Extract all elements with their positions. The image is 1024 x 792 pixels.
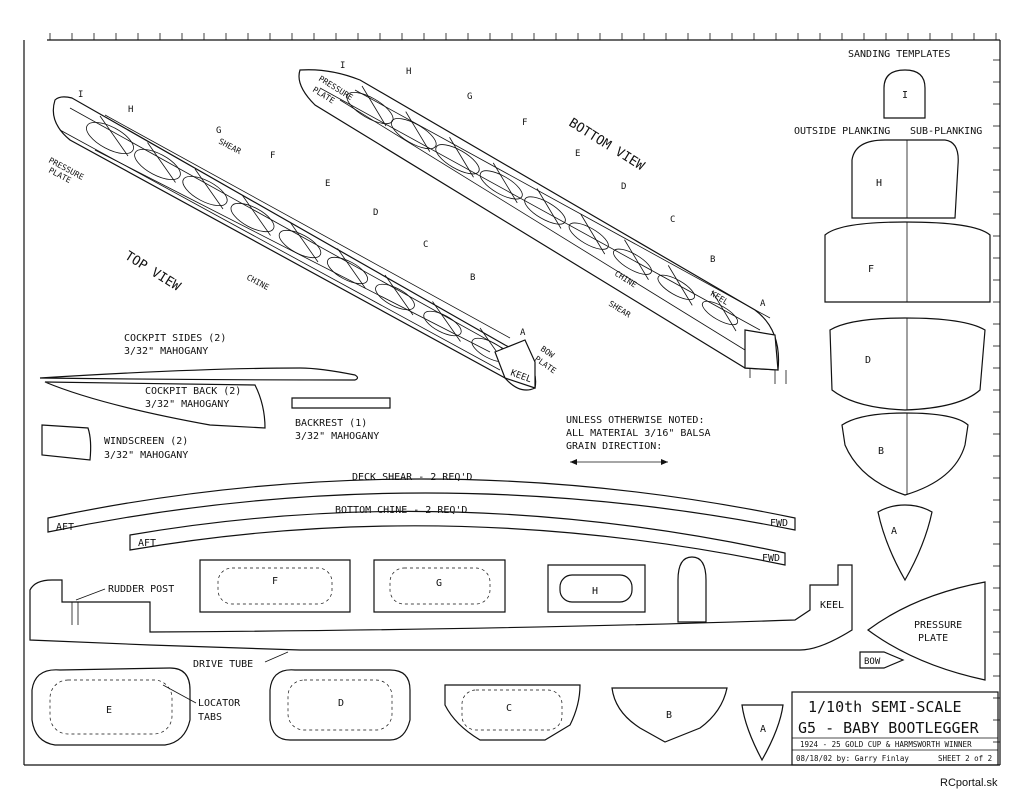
grain-direction-arrow: [570, 459, 668, 465]
bv-shear-label: SHEAR: [607, 299, 632, 319]
plank-h-label: H: [876, 178, 882, 189]
plank-f-label: F: [868, 264, 874, 275]
sanding-template-i-label: I: [902, 90, 908, 101]
frame-c-label: C: [506, 703, 512, 714]
backrest-label: BACKREST (1): [295, 418, 367, 429]
tv-bow-plate-2: PLATE: [533, 354, 558, 375]
bottom-chine-strip: [129, 510, 786, 566]
title-scale: 1/10th SEMI-SCALE: [808, 698, 962, 716]
top-view-hull: [52, 96, 537, 391]
bv-station-f: F: [522, 118, 527, 128]
frame-g-label: G: [436, 578, 442, 589]
title-block: [791, 691, 999, 766]
bv-station-a: A: [760, 299, 766, 309]
bottom-chine-label: BOTTOM CHINE - 2 REQ'D: [335, 505, 467, 516]
drive-tube-label: DRIVE TUBE: [193, 659, 253, 670]
bv-station-i: I: [340, 61, 345, 71]
sheet-border: [23, 33, 1001, 766]
sanding-templates-title: SANDING TEMPLATES: [848, 49, 950, 60]
tv-station-b: B: [470, 273, 475, 283]
bottom-view-title: BOTTOM VIEW: [566, 116, 647, 174]
plank-a-label: A: [891, 526, 897, 537]
frame-e-label: E: [106, 705, 112, 716]
plank-b-label: B: [878, 446, 884, 457]
cockpit-sides-material: 3/32" MAHOGANY: [124, 346, 208, 357]
frame-i: [677, 556, 707, 623]
cockpit-parts: [39, 367, 391, 461]
tv-station-i: I: [78, 90, 83, 100]
tv-shear-label: SHEAR: [217, 137, 243, 156]
title-sheet-number: SHEET 2 of 2: [938, 754, 992, 763]
frame-b-label: B: [666, 710, 672, 721]
frame-e: [31, 667, 191, 746]
bv-station-c: C: [670, 215, 675, 225]
title-subtitle: 1924 - 25 GOLD CUP & HARMSWORTH WINNER: [800, 740, 972, 749]
frame-a: [741, 704, 784, 762]
deck-shear-label: DECK SHEAR - 2 REQ'D: [352, 472, 472, 483]
bv-station-h: H: [406, 67, 411, 77]
frame-f-label: F: [272, 576, 278, 587]
bottom-chine-fwd: FWD: [762, 553, 780, 564]
bv-station-g: G: [467, 92, 472, 102]
frame-f: [199, 559, 351, 613]
frame-h-label: H: [592, 586, 598, 597]
bow-label: BOW: [864, 657, 881, 667]
tv-station-e: E: [325, 179, 330, 189]
note-line-1: UNLESS OTHERWISE NOTED:: [566, 415, 704, 426]
cockpit-back-label: COCKPIT BACK (2): [145, 386, 241, 397]
frame-g: [373, 559, 506, 613]
locator-tabs-1: LOCATOR: [198, 698, 241, 709]
frame-a-label: A: [760, 724, 766, 735]
tv-chine-label: CHINE: [245, 273, 271, 292]
tv-station-f: F: [270, 151, 275, 161]
sanding-template-i: [883, 69, 926, 119]
bottom-chine-aft: AFT: [138, 538, 156, 549]
locator-tabs-2: TABS: [198, 712, 222, 723]
frame-h: [547, 564, 646, 613]
title-boat-name: G5 - BABY BOOTLEGGER: [798, 719, 980, 737]
bow-part: [859, 651, 905, 669]
tv-station-c: C: [423, 240, 428, 250]
frame-d-label: D: [338, 698, 344, 709]
pressure-plate-part: [866, 581, 986, 681]
plank-templates: [824, 139, 991, 582]
sub-planking-title: SUB-PLANKING: [910, 126, 982, 137]
keel-part: [29, 564, 853, 651]
outside-planking-title: OUTSIDE PLANKING: [794, 126, 890, 137]
note-line-2: ALL MATERIAL 3/16" BALSA: [566, 428, 711, 439]
note-line-3: GRAIN DIRECTION:: [566, 441, 662, 452]
frame-b: [611, 687, 728, 743]
tv-station-d: D: [373, 208, 378, 218]
bv-station-e: E: [575, 149, 580, 159]
windscreen-label: WINDSCREEN (2): [104, 436, 188, 447]
deck-shear-aft: AFT: [56, 522, 74, 533]
pressure-plate-label-2: PLATE: [918, 633, 948, 644]
frame-c: [444, 684, 581, 741]
deck-shear-fwd: FWD: [770, 518, 788, 529]
bv-station-b: B: [710, 255, 715, 265]
bv-station-d: D: [621, 182, 626, 192]
tv-station-h: H: [128, 105, 133, 115]
frame-d: [269, 669, 411, 741]
backrest-material: 3/32" MAHOGANY: [295, 431, 379, 442]
cockpit-sides-label: COCKPIT SIDES (2): [124, 333, 226, 344]
cockpit-back-material: 3/32" MAHOGANY: [145, 399, 229, 410]
tv-station-g: G: [216, 126, 221, 136]
pressure-plate-label-1: PRESSURE: [914, 620, 962, 631]
rudder-post-label: RUDDER POST: [108, 584, 174, 595]
bottom-view-hull: [298, 69, 787, 384]
top-view-title: TOP VIEW: [122, 249, 183, 295]
watermark-text: RCportal.sk: [940, 777, 998, 789]
windscreen-material: 3/32" MAHOGANY: [104, 450, 188, 461]
tv-station-a: A: [520, 328, 526, 338]
title-date-author: 08/18/02 by: Garry Finlay: [796, 754, 909, 763]
bv-chine-label: CHINE: [613, 269, 638, 289]
deck-shear-strip: [47, 478, 796, 533]
keel-label: KEEL: [820, 600, 844, 611]
plank-d-label: D: [865, 355, 871, 366]
